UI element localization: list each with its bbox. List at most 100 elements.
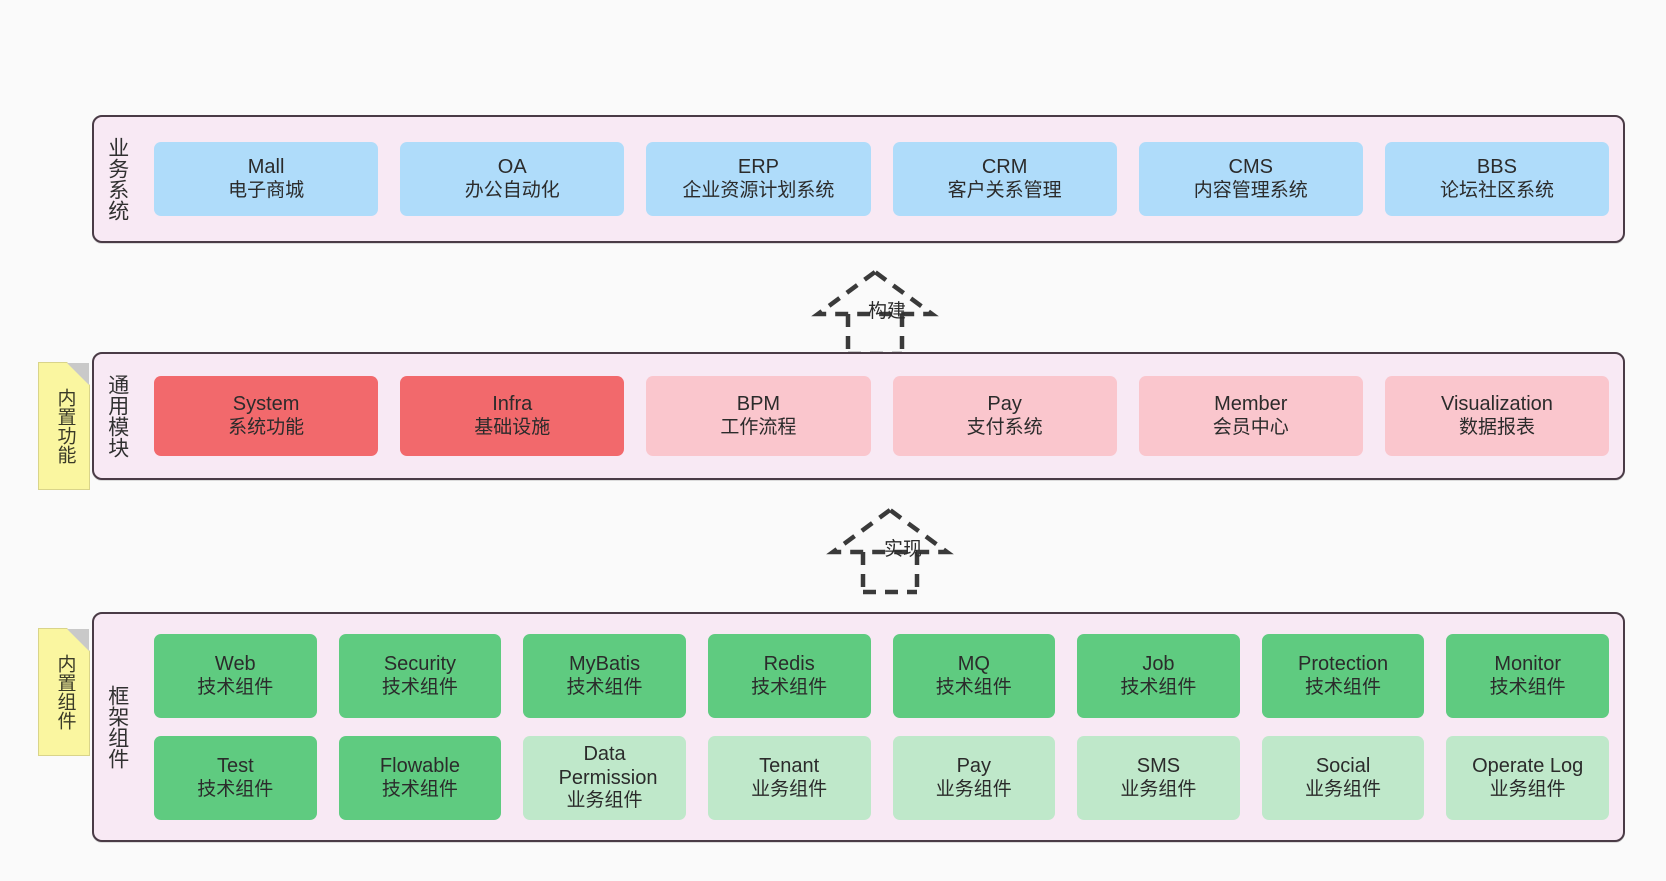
node-social[interactable]: Social 业务组件	[1261, 736, 1425, 820]
note-builtin-components: 内置组件	[38, 628, 90, 756]
node-subtitle: 技术组件	[381, 778, 458, 800]
node-subtitle: 技术组件	[1120, 676, 1197, 698]
layer-body-framework-components: Web 技术组件 Security 技术组件 MyBatis 技术组件 Redi…	[140, 614, 1623, 840]
node-title: BBS	[1476, 156, 1517, 178]
node-title: OA	[497, 156, 527, 178]
node-monitor[interactable]: Monitor 技术组件	[1446, 634, 1609, 718]
node-title: Infra	[492, 393, 533, 415]
node-title: BPM	[736, 393, 781, 415]
node-flowable[interactable]: Flowable 技术组件	[338, 736, 502, 820]
node-title: Protection	[1298, 653, 1389, 675]
node-subtitle: 会员中心	[1212, 416, 1289, 438]
node-subtitle: 电子商城	[228, 179, 305, 201]
node-subtitle: 业务组件	[935, 778, 1012, 800]
node-protection[interactable]: Protection 技术组件	[1261, 634, 1425, 718]
node-title: Data Permission	[558, 743, 658, 789]
node-subtitle: 技术组件	[935, 676, 1012, 698]
node-mall[interactable]: Mall 电子商城	[154, 142, 379, 216]
node-visualization[interactable]: Visualization 数据报表	[1384, 376, 1610, 456]
node-row: Web 技术组件 Security 技术组件 MyBatis 技术组件 Redi…	[154, 634, 1609, 718]
note-label: 内置组件	[54, 654, 76, 730]
layer-business-systems: 业务系统 Mall 电子商城 OA 办公自动化 ERP 企业资源计划系统 CRM…	[92, 115, 1625, 243]
connector-build-label: 构建	[868, 301, 907, 322]
node-subtitle: 企业资源计划系统	[682, 179, 835, 201]
node-title: CMS	[1228, 156, 1273, 178]
node-subtitle: 技术组件	[197, 676, 274, 698]
node-subtitle: 业务组件	[1120, 778, 1197, 800]
node-erp[interactable]: ERP 企业资源计划系统	[646, 142, 871, 216]
node-subtitle: 办公自动化	[464, 179, 560, 201]
node-bpm[interactable]: BPM 工作流程	[646, 376, 871, 456]
node-security[interactable]: Security 技术组件	[338, 634, 502, 718]
node-redis[interactable]: Redis 技术组件	[707, 634, 871, 718]
node-crm[interactable]: CRM 客户关系管理	[892, 142, 1117, 216]
note-label: 内置功能	[54, 388, 76, 464]
layer-body-business-systems: Mall 电子商城 OA 办公自动化 ERP 企业资源计划系统 CRM 客户关系…	[140, 117, 1623, 241]
node-title: Social	[1315, 755, 1371, 777]
node-subtitle: 技术组件	[751, 676, 828, 698]
layer-body-common-modules: System 系统功能 Infra 基础设施 BPM 工作流程 Pay 支付系统…	[140, 354, 1623, 478]
node-subtitle: 技术组件	[197, 778, 274, 800]
layer-caption-business-systems: 业务系统	[105, 137, 129, 221]
note-builtin-functions: 内置功能	[38, 362, 90, 490]
node-tenant[interactable]: Tenant 业务组件	[707, 736, 871, 820]
node-web[interactable]: Web 技术组件	[154, 634, 317, 718]
node-subtitle: 技术组件	[1489, 676, 1566, 698]
node-subtitle: 论坛社区系统	[1439, 179, 1554, 201]
node-title: MyBatis	[569, 653, 641, 675]
node-subtitle: 业务组件	[1305, 778, 1382, 800]
note-fold-corner-icon	[67, 629, 89, 651]
node-title: Monitor	[1494, 653, 1562, 675]
node-row: Mall 电子商城 OA 办公自动化 ERP 企业资源计划系统 CRM 客户关系…	[154, 142, 1610, 216]
node-title: SMS	[1136, 755, 1181, 777]
node-operate-log[interactable]: Operate Log 业务组件	[1446, 736, 1609, 820]
node-test[interactable]: Test 技术组件	[154, 736, 317, 820]
node-title: Flowable	[379, 755, 460, 777]
node-subtitle: 工作流程	[720, 416, 797, 438]
node-subtitle: 系统功能	[228, 416, 305, 438]
node-mybatis[interactable]: MyBatis 技术组件	[523, 634, 686, 718]
node-subtitle: 业务组件	[1489, 778, 1566, 800]
node-member[interactable]: Member 会员中心	[1138, 376, 1363, 456]
node-row: Test 技术组件 Flowable 技术组件 Data Permission …	[154, 736, 1609, 820]
node-cms[interactable]: CMS 内容管理系统	[1138, 142, 1363, 216]
layer-caption-framework-components: 框架组件	[105, 685, 129, 769]
node-title: Member	[1214, 393, 1288, 415]
node-subtitle: 技术组件	[381, 676, 458, 698]
node-title: CRM	[981, 156, 1028, 178]
node-title: Job	[1142, 653, 1175, 675]
node-subtitle: 业务组件	[566, 790, 643, 812]
node-title: ERP	[737, 156, 779, 178]
node-subtitle: 客户关系管理	[947, 179, 1062, 201]
node-row: System 系统功能 Infra 基础设施 BPM 工作流程 Pay 支付系统…	[154, 376, 1610, 456]
layer-caption-common-modules: 通用模块	[105, 374, 129, 458]
node-title: Test	[216, 755, 254, 777]
node-title: Operate Log	[1472, 755, 1584, 777]
node-oa[interactable]: OA 办公自动化	[400, 142, 625, 216]
node-subtitle: 基础设施	[474, 416, 551, 438]
node-title: Tenant	[759, 755, 820, 777]
node-pay-business[interactable]: Pay 业务组件	[892, 736, 1056, 820]
node-system[interactable]: System 系统功能	[154, 376, 379, 456]
node-job[interactable]: Job 技术组件	[1077, 634, 1240, 718]
layer-common-modules: 通用模块 System 系统功能 Infra 基础设施 BPM 工作流程 Pay…	[92, 352, 1625, 480]
node-sms[interactable]: SMS 业务组件	[1077, 736, 1240, 820]
node-subtitle: 内容管理系统	[1193, 179, 1308, 201]
node-title: MQ	[957, 653, 990, 675]
node-title: Security	[383, 653, 457, 675]
node-title: Visualization	[1440, 393, 1553, 415]
node-bbs[interactable]: BBS 论坛社区系统	[1384, 142, 1610, 216]
node-data-permission[interactable]: Data Permission 业务组件	[523, 736, 686, 820]
node-infra[interactable]: Infra 基础设施	[400, 376, 625, 456]
connector-implement-label: 实现	[884, 539, 923, 560]
node-pay[interactable]: Pay 支付系统	[892, 376, 1117, 456]
node-title: System	[232, 393, 300, 415]
node-title: Pay	[987, 393, 1022, 415]
node-mq[interactable]: MQ 技术组件	[892, 634, 1056, 718]
node-subtitle: 技术组件	[566, 676, 643, 698]
node-subtitle: 技术组件	[1305, 676, 1382, 698]
note-fold-corner-icon	[67, 363, 89, 385]
node-subtitle: 业务组件	[751, 778, 828, 800]
node-title: Redis	[763, 653, 815, 675]
